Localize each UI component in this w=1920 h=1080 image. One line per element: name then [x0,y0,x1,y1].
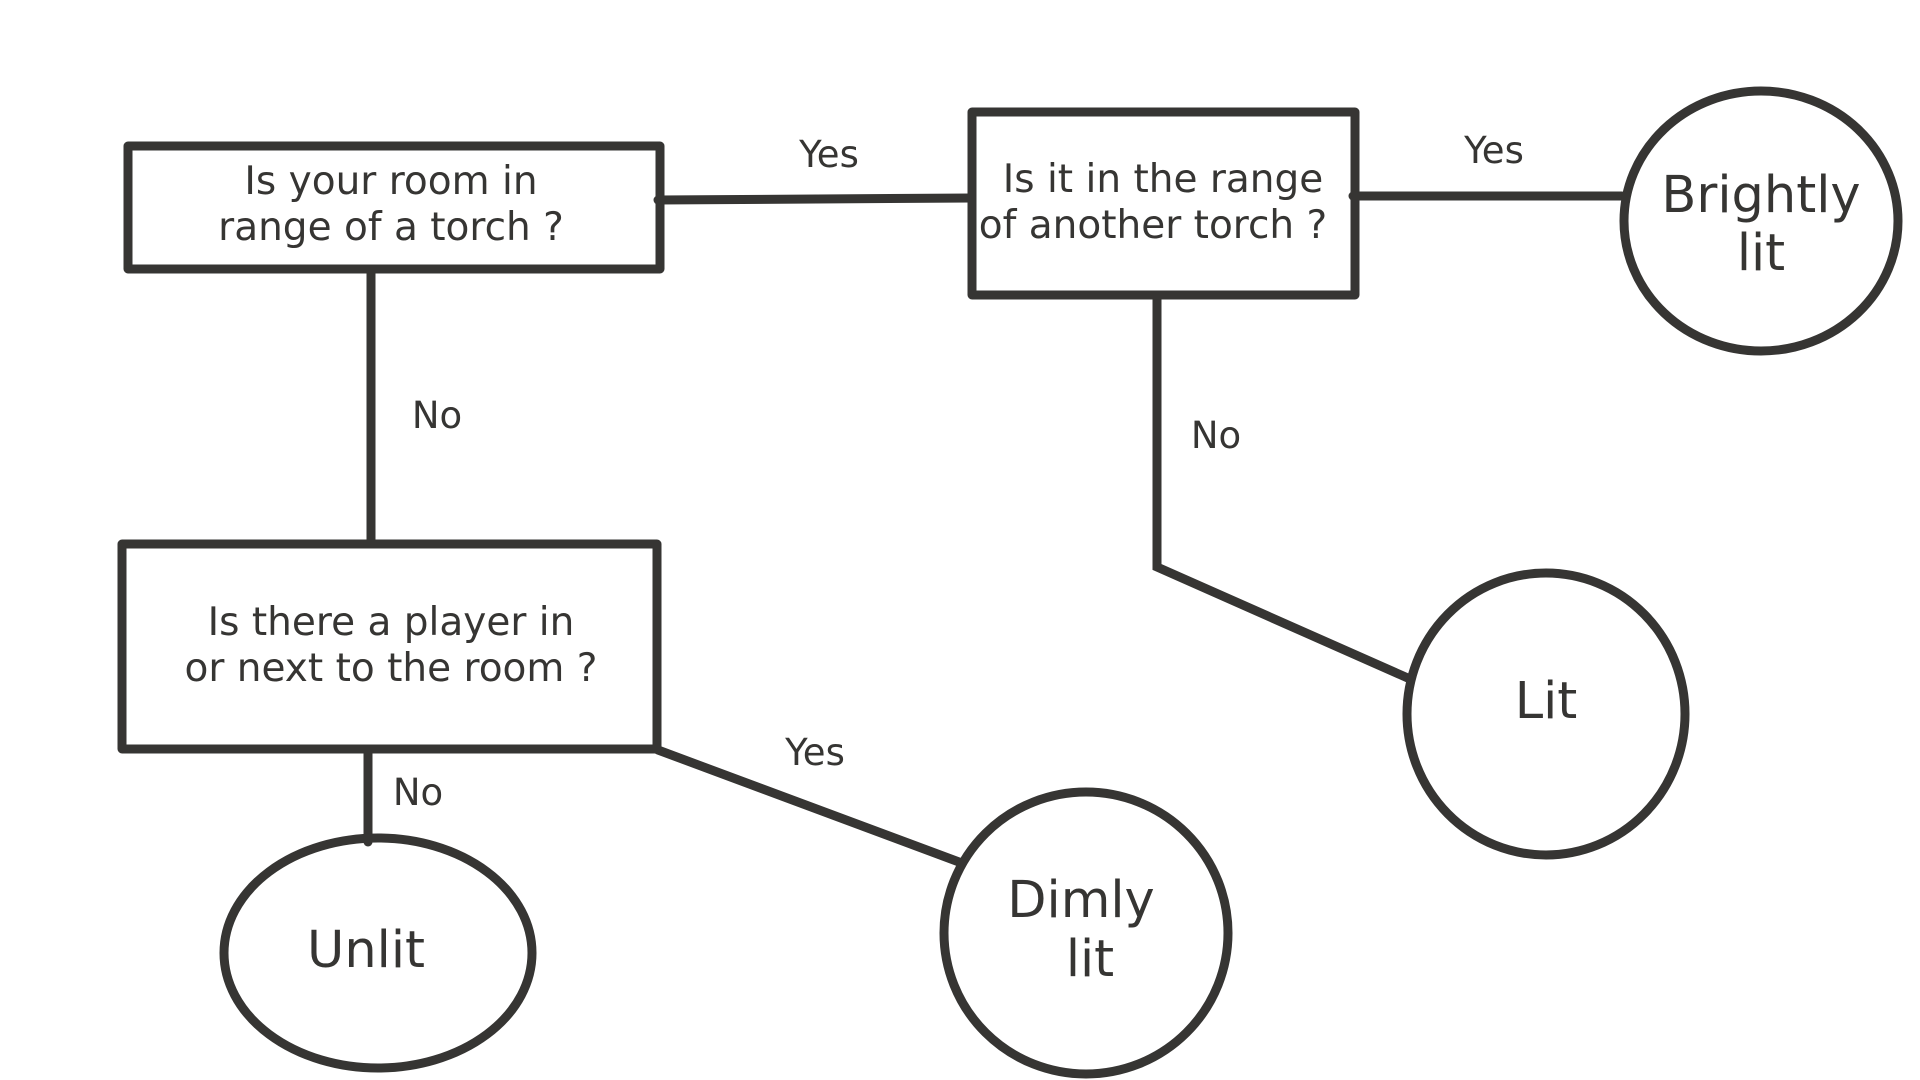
outcome-brightly-lit: Brightly lit [1619,86,1903,356]
question-box-another-torch: Is it in the range of another torch ? [967,107,1360,300]
edge-q3-to-dimly-lit [653,745,964,867]
question-box-another-torch-frame [967,107,1360,300]
question-box-player-nearby-frame [117,539,662,754]
outcome-dimly-lit-line1: Dimly [1007,871,1154,930]
question-another-torch-line1: Is it in the range [1003,157,1324,202]
edge-label-q3-yes: Yes [784,731,845,774]
edge-label-q2-yes: Yes [1463,129,1524,172]
outcome-lit: Lit [1402,568,1690,860]
edge-label-q3-no: No [393,771,443,814]
question-torch-range-line1: Is your room in [244,159,537,204]
outcome-brightly-lit-line2: lit [1737,224,1785,283]
outcome-brightly-lit-circle [1619,86,1903,356]
outcome-brightly-lit-line1: Brightly [1661,166,1860,225]
edge-label-q1-no: No [412,394,462,437]
outcome-dimly-lit: Dimly lit [939,787,1233,1079]
outcome-dimly-lit-circle [939,787,1233,1079]
outcome-lit-circle [1402,568,1690,860]
question-player-nearby-line2: or next to the room ? [184,646,597,691]
edge-label-q2-no: No [1191,414,1241,457]
outcome-unlit-circle [219,833,537,1073]
edge-q1-to-q2 [653,193,977,205]
outcome-unlit-label: Unlit [307,921,425,980]
question-player-nearby-line1: Is there a player in [208,600,575,645]
question-box-player-nearby: Is there a player in or next to the room… [117,539,662,754]
outcome-lit-label: Lit [1515,672,1578,731]
edge-label-q1-yes: Yes [798,133,859,176]
edge-q2-to-lit [1152,290,1415,684]
question-box-torch-range-frame [123,141,665,274]
outcome-unlit: Unlit [219,833,537,1073]
question-box-torch-range: Is your room in range of a torch ? [123,141,665,274]
outcome-dimly-lit-line2: lit [1066,930,1114,989]
question-another-torch-line2: of another torch ? [979,203,1328,248]
question-torch-range-line2: range of a torch ? [218,205,564,250]
